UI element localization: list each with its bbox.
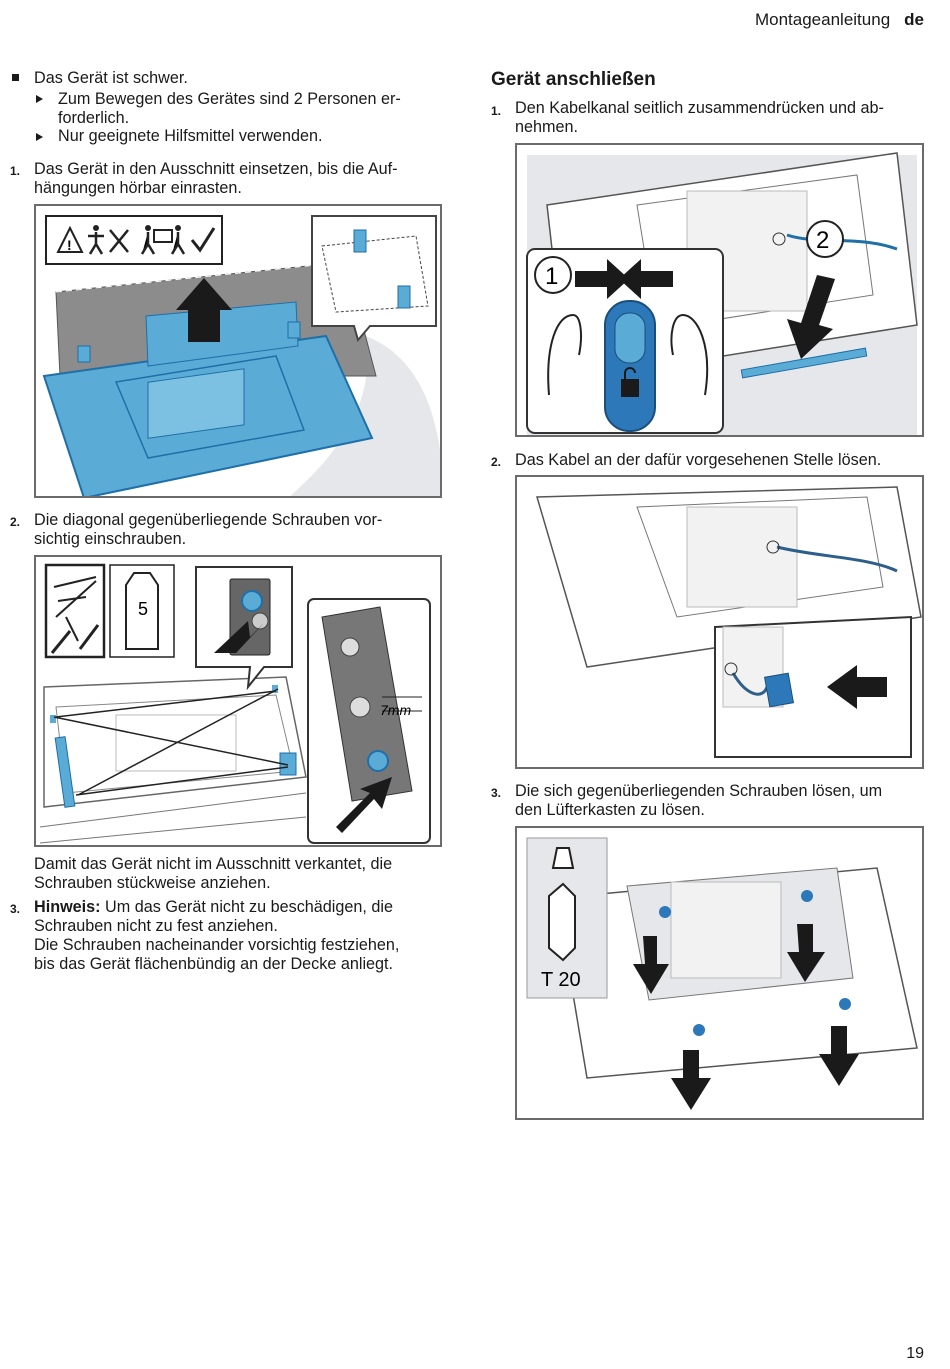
figure-screw-in: 5 7mm <box>34 555 442 847</box>
svg-text:!: ! <box>67 237 72 253</box>
warning-item-2: Nur geeignete Hilfsmittel verwenden. <box>58 127 323 145</box>
hint-label: Hinweis: <box>34 898 101 916</box>
step2-text: Die diagonal gegenüberliegende Schrauben… <box>34 511 383 548</box>
connect-step1-text: Den Kabelkanal seitlich zusammendrücken … <box>515 99 884 136</box>
callout-1-label: 1 <box>545 263 558 290</box>
connect-step2-text: Das Kabel an der dafür vorgesehenen Stel… <box>515 451 882 469</box>
connect-step3-text: Die sich gegenüberliegenden Schrauben lö… <box>515 782 883 819</box>
step-number: 2. <box>491 455 502 469</box>
arrow-bullet-icon <box>36 133 43 141</box>
figure-insert-device: ! <box>34 204 442 498</box>
torx-size-label: T 20 <box>541 969 581 991</box>
warning-heading: Das Gerät ist schwer. <box>34 69 188 87</box>
warning-item-1: Zum Bewegen des Gerätes sind 2 Personen … <box>58 90 401 127</box>
page-number: 19 <box>906 1345 924 1362</box>
section-heading: Gerät anschließen <box>491 69 656 90</box>
step-number: 1. <box>491 104 502 118</box>
step-number: 3. <box>491 786 502 800</box>
step1-text: Das Gerät in den Ausschnitt einsetzen, b… <box>34 160 398 197</box>
callout-2-label: 2 <box>816 227 829 254</box>
screw-depth-label: 7mm <box>380 702 411 718</box>
step3-text: Hinweis: Um das Gerät nicht zu beschädig… <box>34 898 400 973</box>
step-number: 2. <box>10 515 21 529</box>
note-text: Damit das Gerät nicht im Ausschnitt verk… <box>34 855 393 892</box>
step-number: 3. <box>10 902 21 916</box>
figure-fan-box-screws: T 20 <box>515 826 924 1120</box>
arrow-bullet-icon <box>36 95 43 103</box>
screwdriver-size-label: 5 <box>138 599 148 619</box>
figure-cable-channel: 2 1 <box>515 143 924 437</box>
figure-cable-release <box>515 475 924 769</box>
page-header: Montageanleitung de <box>755 10 924 30</box>
header-title: Montageanleitung <box>754 10 891 29</box>
bullet-square <box>12 74 19 81</box>
warning-pictograms: ! <box>45 215 223 265</box>
step-number: 1. <box>10 164 21 178</box>
header-language: de <box>904 10 924 29</box>
